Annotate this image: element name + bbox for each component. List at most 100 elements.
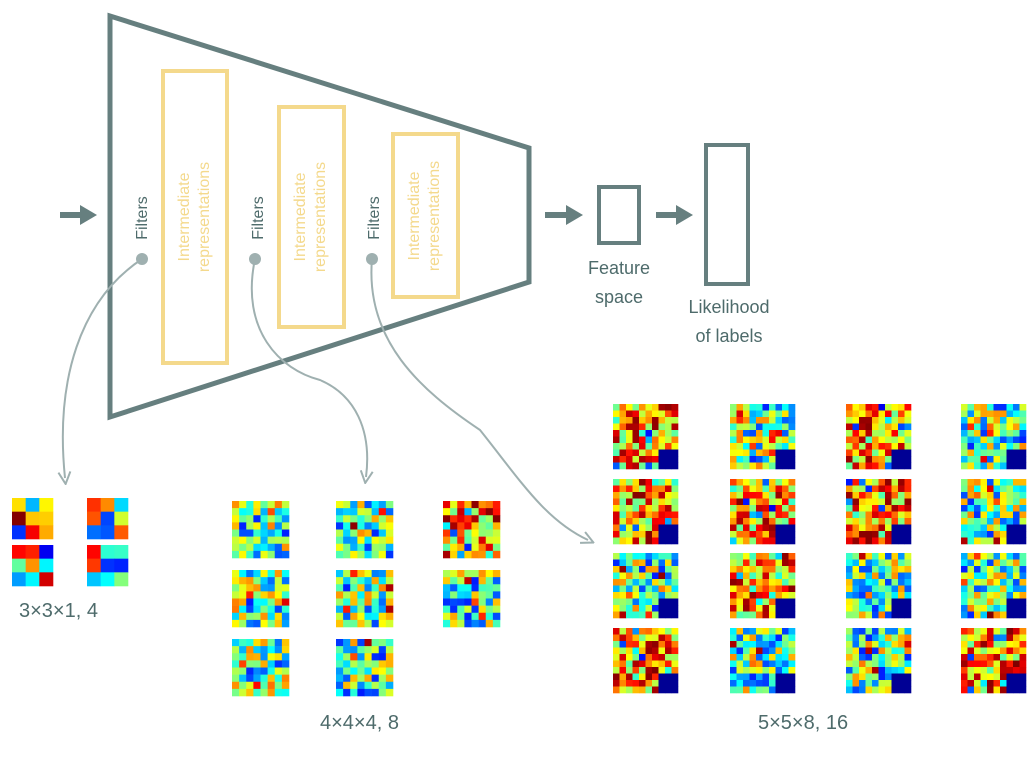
heatmap-cell <box>1019 423 1027 431</box>
heatmap-cell <box>756 559 763 567</box>
heatmap-cell <box>743 641 750 648</box>
heatmap-cell <box>1000 423 1007 431</box>
heatmap-cell <box>652 518 659 525</box>
heatmap-cell <box>891 492 899 499</box>
heatmap-cell <box>239 639 247 647</box>
heatmap-cell <box>736 404 744 411</box>
heatmap-cell <box>260 570 268 578</box>
heatmap-cell <box>1019 436 1027 444</box>
heatmap-cell <box>736 449 744 457</box>
heatmap-cell <box>232 667 240 675</box>
heatmap-cell <box>846 485 853 493</box>
heatmap-cell <box>371 577 380 585</box>
heatmap-cell <box>613 680 620 687</box>
heatmap-cell <box>253 605 261 614</box>
heatmap-cell <box>743 660 750 668</box>
heatmap-cell <box>859 404 866 411</box>
heatmap-cell <box>749 611 757 619</box>
heatmap-cell <box>878 456 886 463</box>
heatmap-cell <box>343 660 351 668</box>
heatmap-cell <box>260 598 268 606</box>
heatmap-cell <box>658 404 666 411</box>
heatmap-cell <box>485 577 494 585</box>
heatmap-cell <box>253 515 261 523</box>
heatmap-cell <box>865 505 873 512</box>
heatmap-cell <box>993 611 1001 619</box>
heatmap-cell <box>267 577 276 585</box>
heatmap-cell <box>639 572 646 580</box>
heatmap-cell <box>775 410 783 418</box>
heatmap-cell <box>645 559 653 567</box>
heatmap-cell <box>371 515 380 523</box>
heatmap-cell <box>357 508 365 516</box>
heatmap-cell <box>450 550 458 559</box>
heatmap-cell <box>974 531 981 538</box>
heatmap-cell <box>872 628 879 635</box>
heatmap-cell <box>762 423 770 431</box>
heatmap-cell <box>232 653 240 661</box>
heatmap-cell <box>336 681 344 690</box>
heatmap-cell <box>775 430 783 437</box>
heatmap-cell <box>492 570 501 578</box>
heatmap-cell <box>671 524 679 532</box>
heatmap-cell <box>852 660 860 668</box>
heatmap-cell <box>632 585 640 593</box>
heatmap-cell <box>1006 479 1014 486</box>
heatmap-cell <box>239 536 247 545</box>
heatmap-cell <box>775 492 783 499</box>
heatmap-cell <box>443 508 451 516</box>
heatmap-cell <box>378 688 387 697</box>
heatmap-cell <box>743 628 750 635</box>
heatmap-cell <box>1019 537 1027 545</box>
heatmap-cell <box>450 529 458 537</box>
heatmap-cell <box>671 553 679 560</box>
heatmap-cell <box>885 410 892 418</box>
heatmap-cell <box>1000 628 1007 635</box>
heatmap-cell <box>281 584 290 592</box>
heatmap-cell <box>671 654 679 661</box>
heatmap-cell <box>756 410 763 418</box>
heatmap-cell <box>961 660 968 668</box>
heatmap-cell <box>450 591 458 599</box>
heatmap-cell <box>613 641 620 648</box>
heatmap-cell <box>961 680 968 687</box>
heatmap-cell <box>274 653 283 661</box>
heatmap-cell <box>1013 492 1020 499</box>
heatmap-cell <box>645 592 653 599</box>
heatmap-cell <box>1019 518 1027 525</box>
heatmap-cell <box>274 515 283 523</box>
heatmap-cell <box>782 654 789 661</box>
heatmap-cell <box>730 511 737 519</box>
heatmap-cell <box>730 498 737 506</box>
heatmap-cell <box>350 674 358 683</box>
heatmap-cell <box>671 680 679 687</box>
heatmap-cell <box>904 537 912 545</box>
heatmap-cell <box>775 592 783 599</box>
heatmap-cell <box>371 667 380 675</box>
heatmap-cell <box>730 537 737 545</box>
heatmap-cell <box>885 686 892 694</box>
heatmap-cell <box>749 680 757 687</box>
heatmap-cell <box>639 505 646 512</box>
heatmap-cell <box>1019 605 1027 612</box>
heatmap-cell <box>645 566 653 573</box>
heatmap-cell <box>865 498 873 506</box>
heatmap-cell <box>904 598 912 606</box>
heatmap-cell <box>898 572 905 580</box>
heatmap-cell <box>769 518 776 525</box>
heatmap-cell <box>1019 449 1027 457</box>
heatmap-cell <box>904 579 912 586</box>
heatmap-cell <box>246 619 254 628</box>
heatmap-cell <box>378 522 387 530</box>
heatmap-cell <box>281 667 290 675</box>
heatmap-cell <box>246 591 254 599</box>
heatmap-cell <box>267 501 276 509</box>
heatmap-cell <box>898 417 905 424</box>
heatmap-cell <box>478 522 487 530</box>
heatmap-cell <box>736 537 744 545</box>
heatmap-cell <box>232 646 240 654</box>
heatmap-cell <box>239 584 247 592</box>
heatmap-cell <box>846 673 853 681</box>
heatmap-cell <box>485 508 494 516</box>
heatmap-cell <box>652 572 659 580</box>
